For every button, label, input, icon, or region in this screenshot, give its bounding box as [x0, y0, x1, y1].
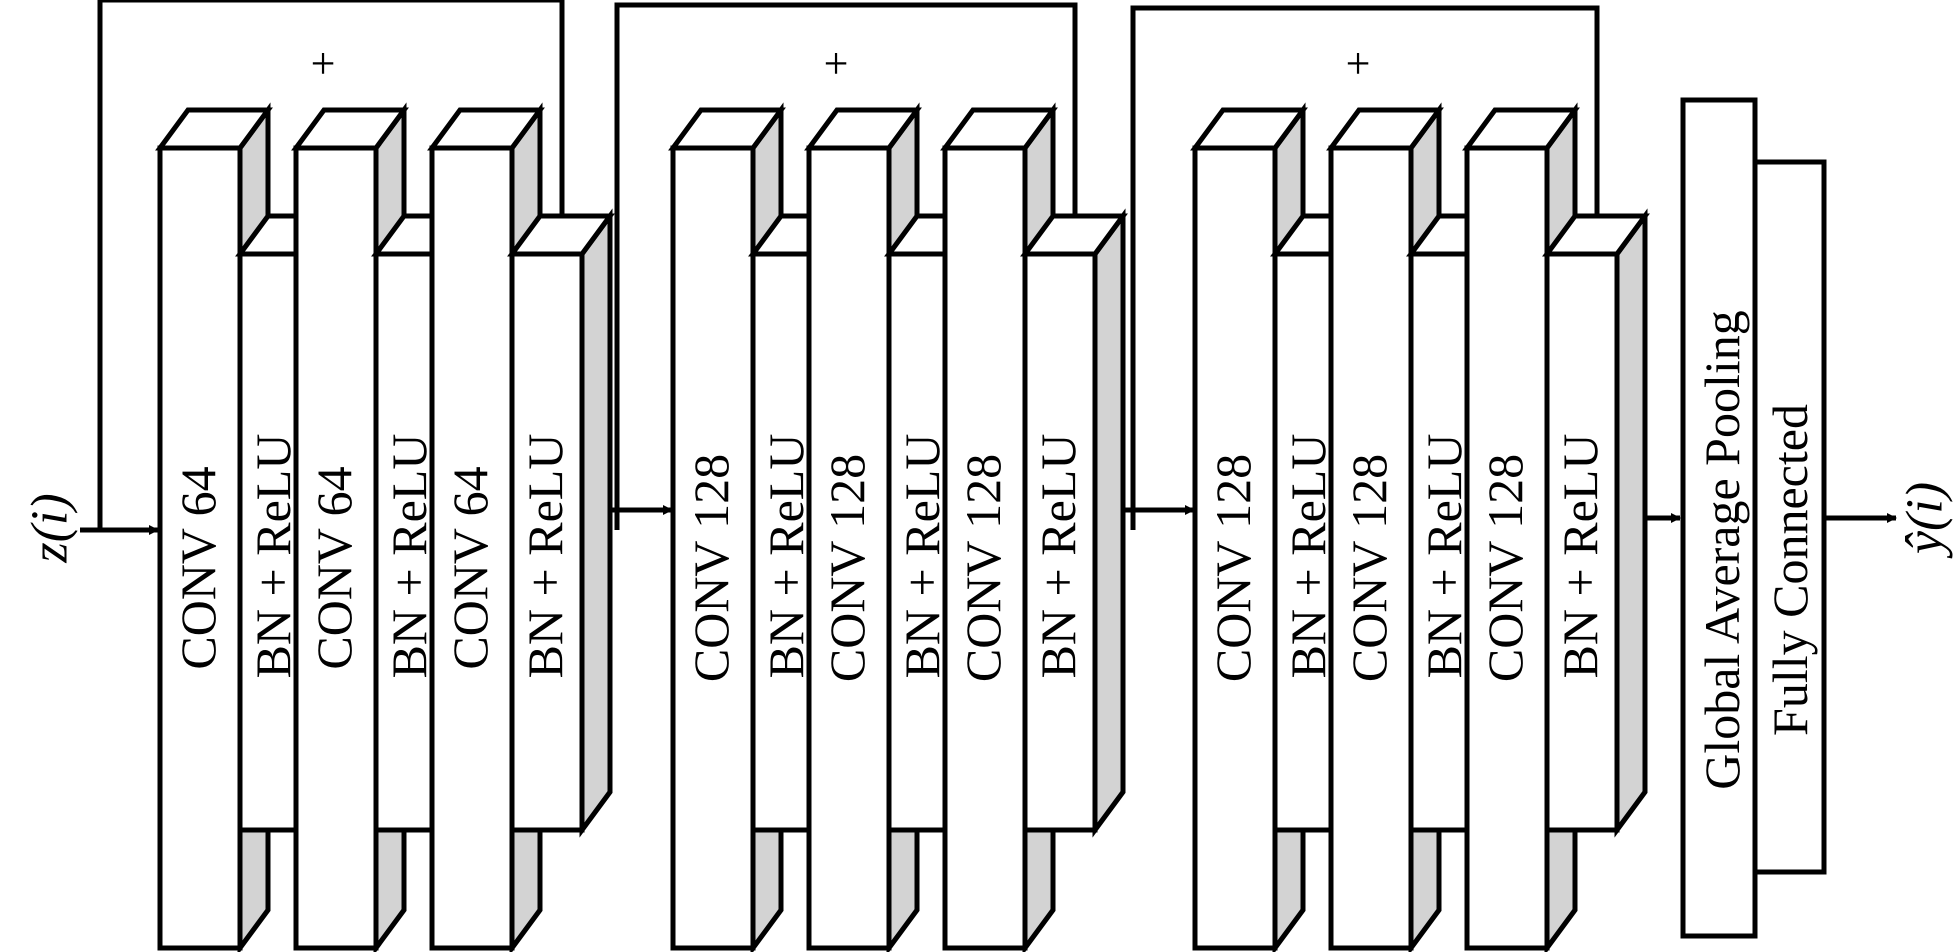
input-label: z(i)	[22, 493, 79, 563]
global-average-pooling-label: Global Average Pooling	[1694, 310, 1750, 790]
block-3-conv-1-face	[1192, 145, 1278, 951]
block-2-conv-1-label: CONV 128	[683, 454, 739, 682]
block-3-conv-2-face	[1328, 145, 1414, 951]
skip-connection-3	[1130, 5, 1602, 530]
block-1-bn-1-label: BN + ReLU	[245, 434, 301, 679]
block-3-bn-2-label: BN + ReLU	[1416, 434, 1472, 679]
block-2-plus: +	[824, 39, 849, 88]
fully-connected-layer: Fully Connected	[1747, 159, 1827, 875]
block-3-conv-2-label: CONV 128	[1341, 454, 1397, 682]
block-1-conv-1-label: CONV 64	[170, 466, 226, 669]
block-1-bn-3-label: BN + ReLU	[517, 434, 573, 679]
fully-connected-box	[1747, 159, 1827, 875]
block-1-bn-3-side	[579, 208, 613, 838]
block-1-conv-3-face	[429, 145, 515, 951]
block-3-bn-3-side	[1614, 208, 1648, 838]
block-3-plus: +	[1346, 39, 1371, 88]
skip-connection-2	[614, 2, 1080, 530]
block-1-bn-3-face	[509, 251, 585, 833]
global-average-pooling-layer: Global Average Pooling	[1680, 97, 1758, 939]
connection-lines	[80, 0, 1897, 535]
block-2-bn-3-face	[1022, 251, 1098, 833]
block-3-bn-1-label: BN + ReLU	[1280, 434, 1336, 679]
fully-connected-label: Fully Connected	[1762, 404, 1818, 736]
skip-connection-1	[97, 0, 567, 530]
output-label: ŷ(i)	[1897, 482, 1954, 559]
block-3-conv-1-label: CONV 128	[1205, 454, 1261, 682]
block-1-conv-3-label: CONV 64	[442, 466, 498, 669]
block-2-bn-3-side	[1092, 208, 1126, 838]
block-2-bn-1-label: BN + ReLU	[758, 434, 814, 679]
block-2-conv-1-face	[670, 145, 756, 951]
block-2-bn-3-label: BN + ReLU	[1030, 434, 1086, 679]
block-2-bn-3: BN + ReLU	[1020, 208, 1128, 838]
block-1-conv-2-label: CONV 64	[306, 466, 362, 669]
block-1-bn-3: BN + ReLU	[507, 208, 615, 838]
block-2-conv-3-label: CONV 128	[955, 454, 1011, 682]
block-2-bn-2-label: BN + ReLU	[894, 434, 950, 679]
block-1-bn-2-label: BN + ReLU	[381, 434, 437, 679]
block-3-bn-3-label: BN + ReLU	[1552, 434, 1608, 679]
io-labels: z(i) ŷ(i)	[22, 482, 1954, 564]
block-1-conv-2-face	[293, 145, 379, 951]
block-1-plus: +	[311, 39, 336, 88]
block-3-bn-3: BN + ReLU	[1542, 208, 1650, 838]
block-3-bn-3-face	[1544, 251, 1620, 833]
block-3-conv-3-face	[1464, 145, 1550, 951]
block-2-conv-2-label: CONV 128	[819, 454, 875, 682]
block-3-conv-3-label: CONV 128	[1477, 454, 1533, 682]
global-average-pooling-box	[1680, 97, 1758, 939]
